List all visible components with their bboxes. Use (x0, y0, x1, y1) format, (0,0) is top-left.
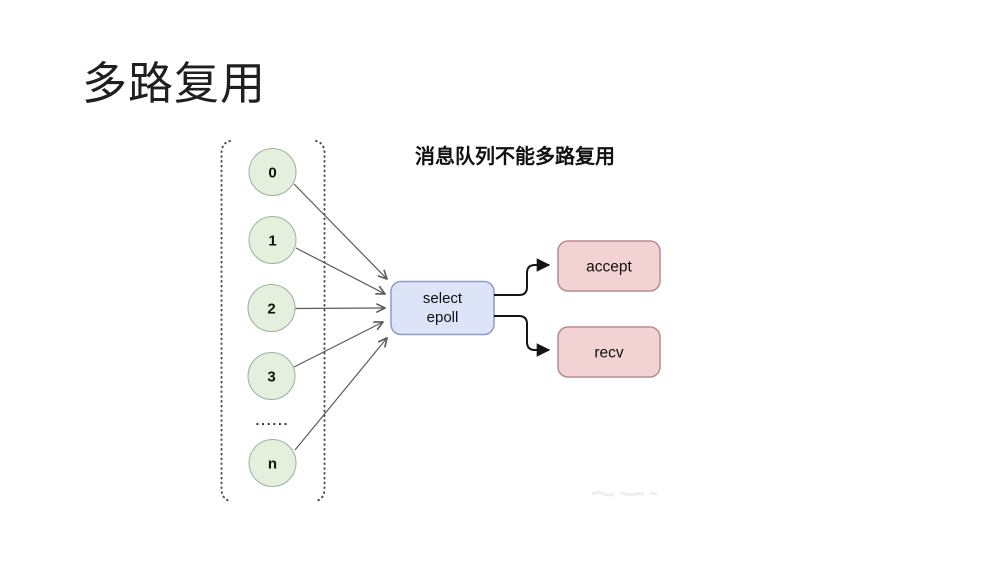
action-box-accept: accept (557, 240, 661, 292)
action-box-recv: recv (557, 326, 661, 378)
mux-label-line1: select (423, 290, 463, 307)
recv-box-shape (557, 326, 661, 378)
fd-circle-n (248, 439, 297, 487)
accept-box-label: accept (586, 259, 632, 276)
fd-bracket-right (315, 140, 326, 502)
fd-circle-3-label: 3 (267, 369, 275, 386)
watermark (591, 490, 658, 497)
fd-circle-2 (247, 284, 296, 332)
fd-ellipsis: ...... (256, 413, 290, 428)
fd-circle-2-label: 2 (267, 301, 275, 318)
fd-circles: 0 1 2 3 ...... n (247, 148, 297, 487)
diagram-caption: 消息队列不能多路复用 (415, 144, 615, 168)
accept-box-shape (557, 240, 661, 292)
fd-circle-n-label: n (268, 456, 277, 473)
fd-circle-1-label: 1 (268, 233, 276, 250)
mux-box-shape (390, 280, 495, 336)
connector-mux-to-accept (494, 258, 551, 296)
fd-circle-0 (248, 148, 297, 196)
mux-label-line2: epoll (427, 309, 459, 326)
recv-box-label: recv (594, 345, 624, 362)
fd-bracket-left (220, 140, 231, 502)
connector-mux-to-recv (494, 315, 551, 357)
mux-box: select epoll (390, 280, 495, 336)
arrow-fd2-to-mux (294, 303, 386, 313)
fd-circle-3 (247, 352, 296, 400)
fd-circle-0-label: 0 (268, 165, 276, 182)
arrow-fd0-to-mux (293, 183, 388, 280)
arrow-fd3-to-mux (293, 321, 384, 368)
fan-in-arrows (293, 183, 388, 451)
fd-circle-1 (248, 216, 297, 264)
arrow-fdn-to-mux (294, 337, 388, 451)
arrow-fd1-to-mux (295, 247, 386, 295)
page-title: 多路复用 (82, 58, 266, 109)
